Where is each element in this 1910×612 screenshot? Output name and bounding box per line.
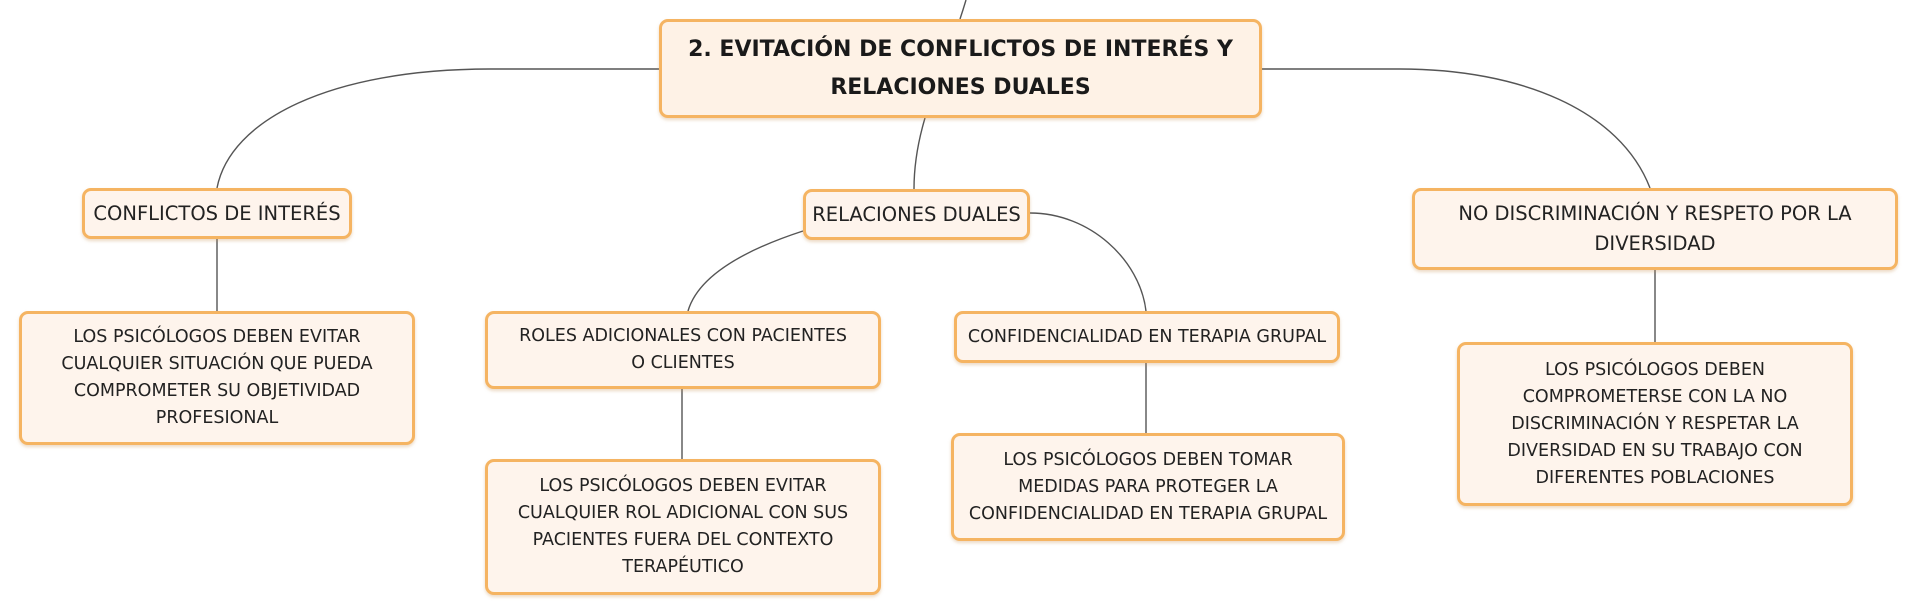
roles-detail-node[interactable]: LOS PSICÓLOGOS DEBEN EVITAR CUALQUIER RO… <box>485 459 881 595</box>
connector-root-to-dual <box>913 117 926 190</box>
connector-root-to-conflicts <box>216 68 659 189</box>
central-topic-title: 2. EVITACIÓN DE CONFLICTOS DE INTERÉS Y … <box>688 36 1233 100</box>
confidentiality-detail-text: LOS PSICÓLOGOS DEBEN TOMAR MEDIDAS PARA … <box>968 449 1328 524</box>
dual-relationships-label: RELACIONES DUALES <box>812 202 1021 226</box>
confidentiality-detail-node[interactable]: LOS PSICÓLOGOS DEBEN TOMAR MEDIDAS PARA … <box>951 433 1345 541</box>
roles-detail-text: LOS PSICÓLOGOS DEBEN EVITAR CUALQUIER RO… <box>517 476 849 577</box>
confidentiality-label: CONFIDENCIALIDAD EN TERAPIA GRUPAL <box>967 326 1327 347</box>
roles-label: ROLES ADICIONALES CON PACIENTES O CLIENT… <box>519 326 847 373</box>
conflicts-of-interest-node[interactable]: CONFLICTOS DE INTERÉS <box>82 188 352 239</box>
diversity-detail-node[interactable]: LOS PSICÓLOGOS DEBEN COMPROMETERSE CON L… <box>1457 342 1853 506</box>
connector-root-to-diversity <box>1262 68 1651 189</box>
roles-node[interactable]: ROLES ADICIONALES CON PACIENTES O CLIENT… <box>485 311 881 389</box>
conflicts-detail-node[interactable]: LOS PSICÓLOGOS DEBEN EVITAR CUALQUIER SI… <box>19 311 415 445</box>
conflicts-of-interest-label: CONFLICTOS DE INTERÉS <box>93 201 341 225</box>
diversity-detail-text: LOS PSICÓLOGOS DEBEN COMPROMETERSE CON L… <box>1507 359 1803 488</box>
diversity-node[interactable]: NO DISCRIMINACIÓN Y RESPETO POR LA DIVER… <box>1412 188 1898 270</box>
connector-parent-to-root <box>959 0 967 20</box>
central-topic-node[interactable]: 2. EVITACIÓN DE CONFLICTOS DE INTERÉS Y … <box>659 19 1262 118</box>
confidentiality-node[interactable]: CONFIDENCIALIDAD EN TERAPIA GRUPAL <box>954 311 1340 363</box>
connector-dual-to-confidentiality <box>1029 212 1147 312</box>
dual-relationships-node[interactable]: RELACIONES DUALES <box>803 189 1030 240</box>
connector-dual-to-roles <box>687 230 804 312</box>
diversity-label: NO DISCRIMINACIÓN Y RESPETO POR LA DIVER… <box>1458 202 1852 255</box>
conflicts-detail-text: LOS PSICÓLOGOS DEBEN EVITAR CUALQUIER SI… <box>61 327 373 428</box>
